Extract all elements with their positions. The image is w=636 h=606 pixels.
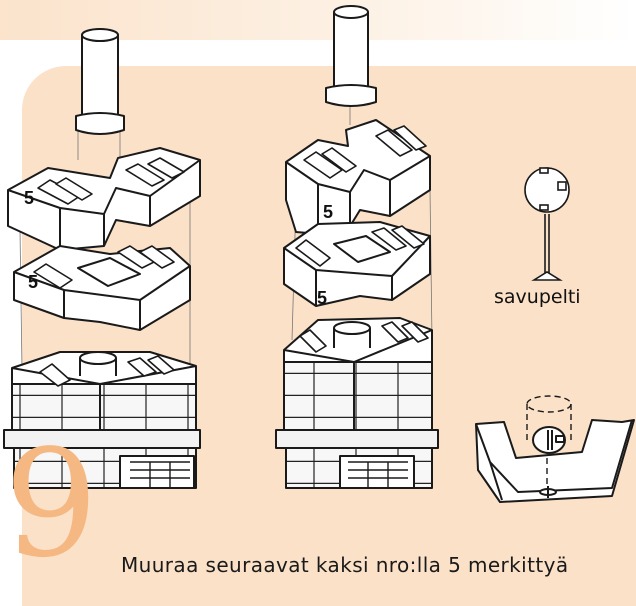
damper-install-detail — [475, 395, 635, 503]
step-instruction-text: Muuraa seuraavat kaksi nro:lla 5 merkitt… — [121, 553, 569, 577]
block-5-middle-right — [283, 221, 431, 307]
damper-caption: savupelti — [494, 286, 581, 308]
flue-pipe-right — [325, 5, 377, 107]
left-stove-exploded-view — [3, 28, 201, 489]
stove-body-right — [275, 317, 439, 489]
block-mark-middle-right: 5 — [317, 288, 327, 308]
illustration-canvas: 5 5 5 5 — [3, 5, 635, 503]
block-mark-upper-right: 5 — [323, 202, 333, 222]
flue-pipe-left — [75, 28, 125, 135]
block-5-middle-left — [13, 245, 191, 331]
damper-plate-icon — [524, 167, 570, 281]
right-stove-exploded-view — [275, 5, 439, 489]
block-mark-upper-left: 5 — [24, 188, 34, 208]
stove-body-left — [3, 351, 201, 489]
block-5-upper-left — [7, 147, 201, 251]
block-5-upper-right — [285, 119, 431, 237]
step-number: 9 — [4, 418, 99, 590]
block-mark-middle-left: 5 — [28, 272, 38, 292]
